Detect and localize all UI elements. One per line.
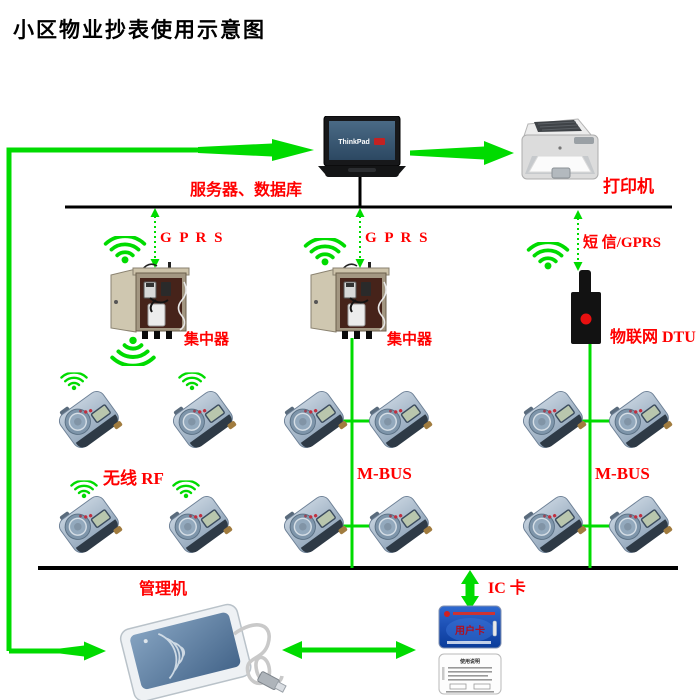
- water-meter: [57, 496, 123, 556]
- page-title: 小区物业抄表使用示意图: [13, 19, 266, 42]
- gprs-link-mid: [355, 208, 365, 268]
- dtu-label: 物联网 DTU: [610, 329, 696, 346]
- water-meter: [607, 391, 673, 451]
- water-meter: [521, 496, 587, 556]
- rf-signal-icon: [58, 372, 90, 391]
- printer: [521, 118, 599, 180]
- wireless-signal-down-icon: [104, 336, 162, 366]
- water-meter: [521, 391, 587, 451]
- management-card-reader: [119, 603, 287, 700]
- printer-label: 打印机: [603, 177, 654, 196]
- wireless-signal-icon: [98, 236, 152, 264]
- water-meter: [171, 391, 237, 451]
- server-label: 服务器、数据库: [189, 182, 302, 199]
- manager-label: 管理机: [139, 581, 188, 598]
- iot-dtu: [571, 270, 601, 344]
- water-meter: [282, 496, 348, 556]
- mbus-label-mid: M-BUS: [357, 464, 412, 483]
- rf-signal-icon: [170, 480, 202, 499]
- water-meter: [607, 496, 673, 556]
- water-meter: [167, 496, 233, 556]
- ic-card-front-title: 用户卡: [454, 624, 485, 637]
- collector-mid: [306, 262, 390, 340]
- mbus-label-right: M-BUS: [595, 464, 650, 483]
- gprs-label-mid: G P R S: [365, 230, 430, 246]
- collector-mid-label: 集中器: [387, 332, 433, 348]
- sms-gprs-label: 短 信/GPRS: [583, 235, 661, 251]
- collector-left: [106, 262, 190, 340]
- ic-card-back-title: 使用说明: [459, 658, 480, 665]
- ic-card: 用户卡 使用说明: [438, 605, 502, 695]
- server-laptop: ThinkPad: [318, 116, 406, 178]
- ic-card-label: IC 卡: [488, 580, 526, 597]
- laptop-screen-text: ThinkPad: [338, 139, 370, 146]
- water-meter: [367, 496, 433, 556]
- water-meter: [282, 391, 348, 451]
- arrow-server-to-printer: [410, 141, 514, 165]
- wireless-signal-icon: [521, 242, 575, 270]
- water-meter: [367, 391, 433, 451]
- wireless-rf-label: 无线 RF: [103, 469, 164, 488]
- rf-signal-icon: [176, 372, 208, 391]
- collector-left-label: 集中器: [184, 332, 230, 348]
- wireless-signal-icon: [298, 238, 352, 266]
- water-meter: [57, 391, 123, 451]
- arrow-reader-card: [282, 641, 416, 659]
- gprs-label-left: G P R S: [160, 230, 225, 246]
- rf-signal-icon: [68, 480, 100, 499]
